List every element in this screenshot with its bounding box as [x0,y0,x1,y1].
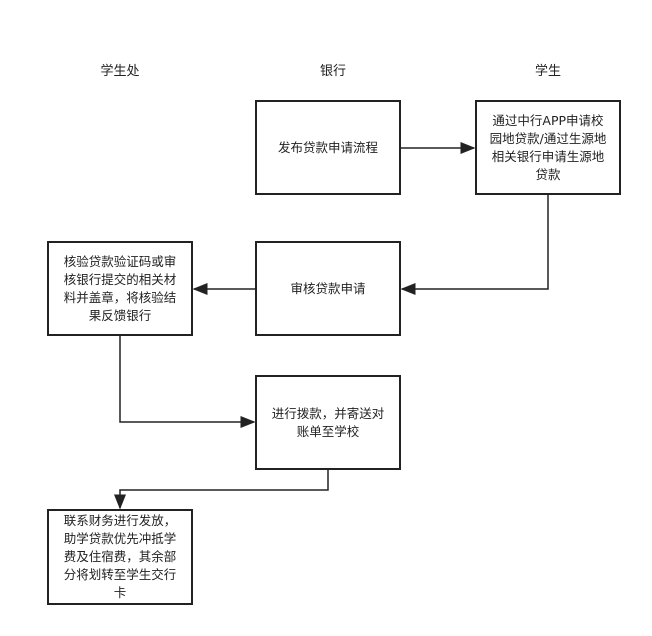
node-finance-shape [47,509,193,605]
node-text: 费及住宿费，其余部 [63,549,177,564]
edge-apply-review [400,194,549,295]
node-apply: 通过中行APP申请校 园地贷款/通过生源地 相关银行申请生源地 贷款 [476,101,620,194]
node-text: 料并盖章，将核验结 [63,289,177,305]
edge-verify-disburse [119,335,256,428]
edge-disburse-finance [114,469,329,510]
node-text: 相关银行申请生源地 [491,148,605,164]
node-publish: 发布贷款申请流程 [256,101,400,194]
node-review: 审核贷款申请 [256,242,400,335]
node-finance: 联系财务进行发放， 助学贷款优先冲抵学 费及住宿费，其余部 分将划转至学生交行 … [48,510,192,604]
lane-header-bank: 银行 [319,64,346,79]
lane-header-student: 学生 [534,64,561,79]
node-text: 通过中行APP申请校 [492,112,604,128]
node-text: 分将划转至学生交行 [63,567,177,582]
node-text: 发布贷款申请流程 [277,139,378,155]
node-text: 助学贷款优先冲抵学 [63,531,177,546]
node-text: 审核贷款申请 [290,280,366,296]
node-text: 果反馈银行 [88,307,152,323]
node-text: 联系财务进行发放， [63,513,177,528]
node-verify: 核验贷款验证码或审 核银行提交的相关材 料并盖章，将核验结 果反馈银行 [48,242,192,335]
node-disburse: 进行拨款，并寄送对 账单至学校 [256,376,400,469]
node-text: 账单至学校 [296,423,360,439]
node-text: 园地贷款/通过生源地 [489,130,607,146]
node-text: 核银行提交的相关材 [63,271,177,287]
lane-header-student-office: 学生处 [100,64,140,79]
node-text: 贷款 [535,166,561,182]
node-text: 进行拨款，并寄送对 [271,405,385,421]
node-text: 核验贷款验证码或审 [63,253,177,269]
node-text: 卡 [113,585,127,600]
